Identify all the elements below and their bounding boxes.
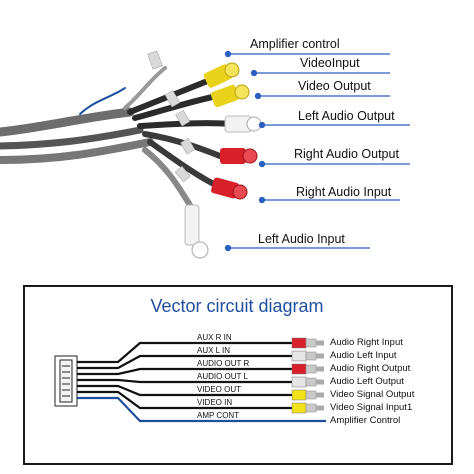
wire-label: VIDEO OUT	[197, 385, 242, 394]
wire-label: AUDIO OUT R	[197, 359, 250, 368]
rca-red-1	[220, 148, 258, 164]
wire-label: AUX L IN	[197, 346, 231, 355]
callout-right-audio-output: Right Audio Output	[294, 147, 399, 161]
function-label: Audio Left Output	[330, 376, 404, 387]
wire-label: AUX R IN	[197, 333, 232, 342]
function-label: Audio Left Input	[330, 350, 397, 361]
diagram-title: Vector circuit diagram	[150, 296, 324, 316]
callout-video-output: Video Output	[298, 79, 371, 93]
callout-amplifier-control: Amplifier control	[250, 37, 340, 51]
function-label: Video Signal Input1	[330, 402, 413, 413]
wire-label: VIDEO IN	[197, 398, 233, 407]
rca-yellow-2	[210, 84, 250, 108]
wire-label: AMP CONT	[197, 411, 240, 420]
function-label: Audio Right Output	[330, 363, 411, 374]
callout-right-audio-input: Right Audio Input	[296, 185, 392, 199]
callout-left-audio-input: Left Audio Input	[258, 232, 345, 246]
callout-lines	[224, 50, 410, 252]
wire-tags	[147, 50, 196, 183]
cable-bundle	[0, 66, 235, 208]
function-label: Amplifier Control	[330, 415, 401, 426]
rca-red-2	[211, 177, 248, 200]
callout-left-audio-output: Left Audio Output	[298, 109, 395, 123]
wire-label: AUDIO OUT L	[197, 372, 248, 381]
callout-video-input: VideoInput	[300, 56, 360, 70]
rca-white-1	[224, 115, 262, 133]
rca-yellow-1	[203, 62, 240, 88]
function-label: Audio Right Input	[330, 337, 403, 348]
harness-photo	[0, 50, 410, 259]
rca-white-2	[184, 204, 209, 259]
function-label: Video Signal Output	[330, 389, 415, 400]
